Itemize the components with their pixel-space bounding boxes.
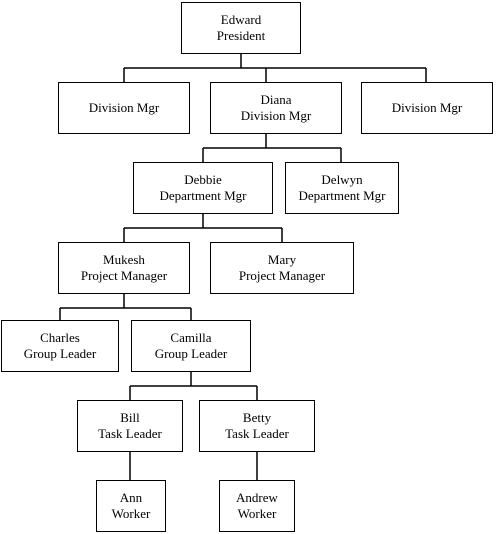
node-name: Betty [242,410,272,425]
node-title: Group Leader [154,346,228,361]
node-title: Department Mgr [298,188,386,203]
node-title: Project Manager [238,268,326,283]
node-name: Ann [119,490,143,505]
node-title: Group Leader [23,346,97,361]
node-name: Edward [220,12,262,27]
node-mukesh: Mukesh Project Manager [58,242,190,294]
node-andrew: Andrew Worker [219,480,295,532]
node-charles: Charles Group Leader [1,320,119,372]
node-title: Task Leader [98,426,162,441]
node-title: Division Mgr [240,108,312,123]
node-title: Department Mgr [159,188,247,203]
node-camilla: Camilla Group Leader [131,320,251,372]
node-diana: Diana Division Mgr [210,82,342,134]
node-delwyn: Delwyn Department Mgr [285,162,399,214]
node-ann: Ann Worker [96,480,166,532]
node-title: Task Leader [225,426,289,441]
node-title: Worker [237,506,277,521]
node-betty: Betty Task Leader [199,400,315,452]
node-debbie: Debbie Department Mgr [133,162,273,214]
node-edward: Edward President [181,2,301,54]
node-mary: Mary Project Manager [210,242,354,294]
node-name: Delwyn [321,172,363,187]
node-name: Diana [260,92,292,107]
node-name: Debbie [184,172,222,187]
node-title: President [216,28,266,43]
node-bill: Bill Task Leader [77,400,183,452]
node-name: Bill [120,410,140,425]
node-name: Andrew [236,490,278,505]
node-division-mgr-left: Division Mgr [58,82,190,134]
node-name: Charles [40,330,80,345]
node-title: Worker [111,506,151,521]
node-title: Project Manager [80,268,168,283]
node-title: Division Mgr [88,100,160,115]
node-name: Mukesh [103,252,145,267]
node-title: Division Mgr [391,100,463,115]
node-division-mgr-right: Division Mgr [361,82,493,134]
node-name: Mary [267,252,297,267]
node-name: Camilla [170,330,212,345]
